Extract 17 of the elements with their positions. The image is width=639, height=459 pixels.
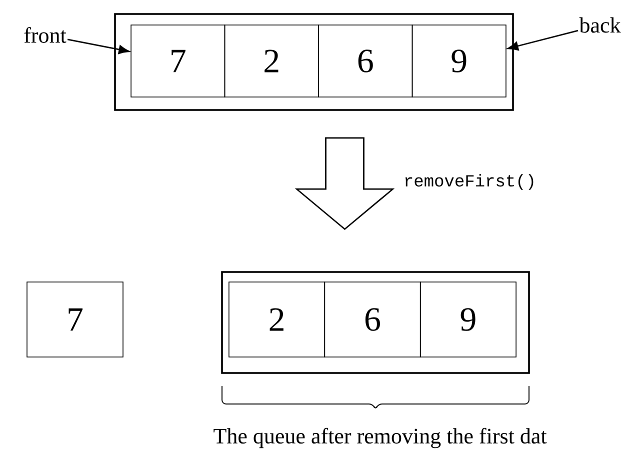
queue-cell: 2 — [224, 24, 319, 98]
queue-cell: 6 — [324, 282, 421, 358]
caption-text: The queue after removing the first dat — [214, 428, 547, 448]
queue-cell: 9 — [420, 282, 516, 358]
queue-cell: 6 — [318, 24, 413, 98]
pointer-arrow — [507, 30, 578, 50]
pointer-arrow — [67, 38, 130, 54]
queue-cell: 9 — [412, 24, 506, 98]
edge-label: removeFirst() — [401, 172, 538, 192]
pointer-label: back — [579, 17, 621, 33]
queue-box — [114, 13, 514, 111]
queue-cell: 7 — [130, 24, 226, 98]
removed-element-box: 7 — [26, 282, 124, 358]
block-arrow — [294, 137, 395, 230]
queue-cell: 2 — [228, 282, 326, 358]
pointer-label: front — [24, 27, 66, 43]
queue-box — [221, 271, 530, 374]
